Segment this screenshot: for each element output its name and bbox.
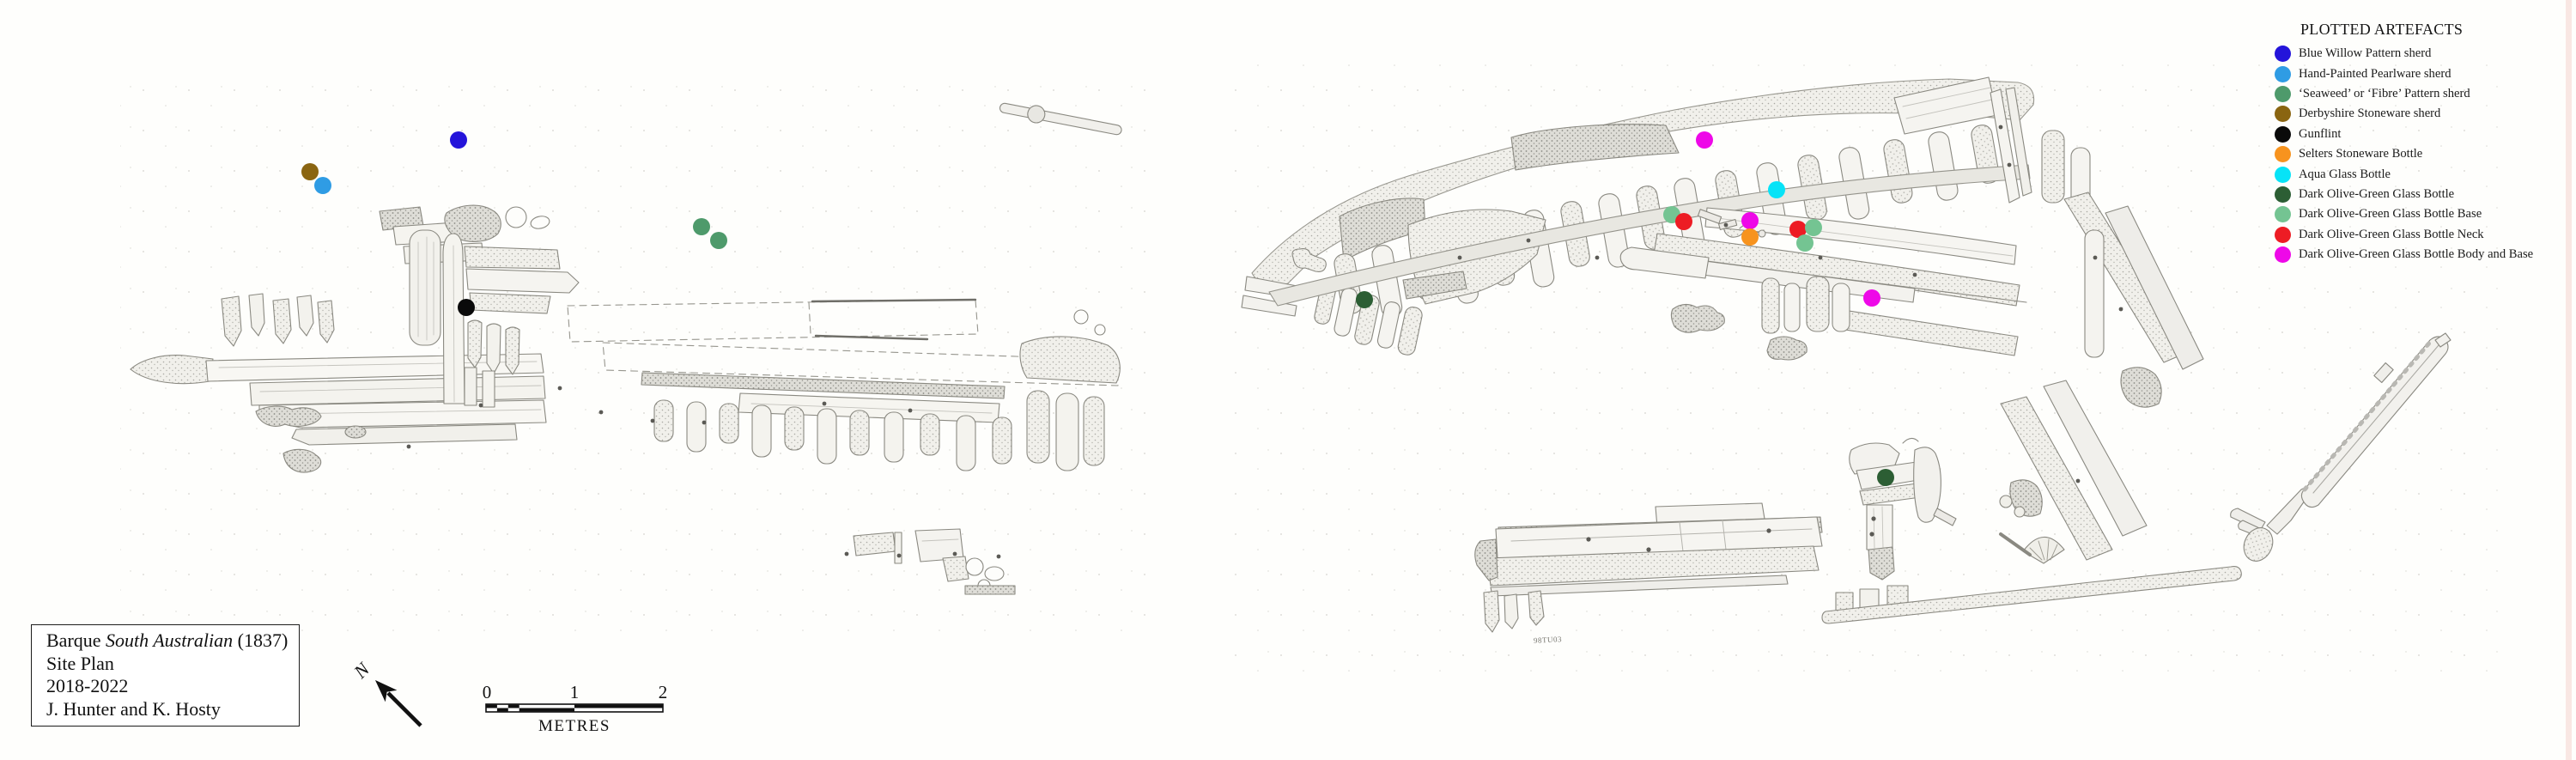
title-box-line3: 2018-2022 (46, 675, 129, 696)
legend-item-label: Dark Olive-Green Glass Bottle Neck (2299, 227, 2484, 241)
scan-edge-artifact (2566, 0, 2572, 760)
legend-item-gunflint: Gunflint (2275, 125, 2575, 144)
scale-bar-graphic (485, 703, 664, 713)
legend-item-selters: Selters Stoneware Bottle (2275, 144, 2575, 164)
scale-tick-2: 2 (658, 682, 668, 702)
legend-item-label: ‘Seaweed’ or ‘Fibre’ Pattern sherd (2299, 86, 2470, 100)
legend-title: PLOTTED ARTEFACTS (2300, 21, 2464, 38)
pearlware-legend-dot-icon (2275, 65, 2291, 82)
legend-item-seaweed: ‘Seaweed’ or ‘Fibre’ Pattern sherd (2275, 84, 2575, 104)
legend-item-derbyshire: Derbyshire Stoneware sherd (2275, 104, 2575, 124)
legend-item-blue_willow: Blue Willow Pattern sherd (2275, 44, 2575, 64)
scale-tick-1: 1 (569, 682, 580, 702)
legend-item-olive_base: Dark Olive-Green Glass Bottle Base (2275, 204, 2575, 224)
olive_bottle-legend-dot-icon (2275, 185, 2291, 203)
selters-legend-dot-icon (2275, 146, 2291, 163)
aqua-legend-dot-icon (2275, 166, 2291, 183)
gunflint-legend-dot-icon (2275, 125, 2291, 143)
title-box-line4: J. Hunter and K. Hosty (46, 697, 221, 720)
legend-item-label: Derbyshire Stoneware sherd (2299, 106, 2441, 121)
north-arrow-icon (374, 679, 422, 727)
left-wreck-drawing (130, 102, 1122, 595)
legend-item-olive_body_base: Dark Olive-Green Glass Bottle Body and B… (2275, 245, 2575, 264)
legend-item-olive_neck: Dark Olive-Green Glass Bottle Neck (2275, 225, 2575, 245)
legend-item-label: Gunflint (2299, 126, 2342, 141)
title-box: Barque South Australian (1837) Site Plan… (31, 624, 300, 727)
legend-item-label: Dark Olive-Green Glass Bottle Base (2299, 207, 2482, 222)
olive_base-legend-dot-icon (2275, 206, 2291, 223)
legend-item-label: Dark Olive-Green Glass Bottle Body and B… (2299, 247, 2534, 262)
legend-item-olive_bottle: Dark Olive-Green Glass Bottle (2275, 185, 2575, 204)
scale-unit-label: METRES (538, 717, 611, 735)
title-box-line1: Barque South Australian (1837) (46, 629, 289, 651)
scale-tick-0: 0 (482, 682, 492, 702)
datum-label: 98TU03 (1533, 635, 1563, 645)
vessel-name: South Australian (106, 629, 234, 651)
olive_body_base-legend-dot-icon (2275, 246, 2291, 264)
legend-item-label: Selters Stoneware Bottle (2299, 147, 2423, 161)
blue_willow-legend-dot-icon (2275, 46, 2291, 63)
legend: PLOTTED ARTEFACTS Blue Willow Pattern sh… (2275, 21, 2575, 264)
olive_neck-legend-dot-icon (2275, 226, 2291, 243)
legend-item-label: Dark Olive-Green Glass Bottle (2299, 186, 2455, 201)
legend-item-label: Hand-Painted Pearlware sherd (2299, 66, 2451, 81)
right-wreck-drawing (1241, 76, 2451, 633)
legend-item-label: Aqua Glass Bottle (2299, 167, 2391, 181)
legend-item-pearlware: Hand-Painted Pearlware sherd (2275, 64, 2575, 83)
derbyshire-legend-dot-icon (2275, 106, 2291, 123)
seaweed-legend-dot-icon (2275, 85, 2291, 102)
title-box-line2: Site Plan (46, 652, 114, 674)
legend-item-label: Blue Willow Pattern sherd (2299, 46, 2432, 61)
legend-item-aqua: Aqua Glass Bottle (2275, 164, 2575, 184)
